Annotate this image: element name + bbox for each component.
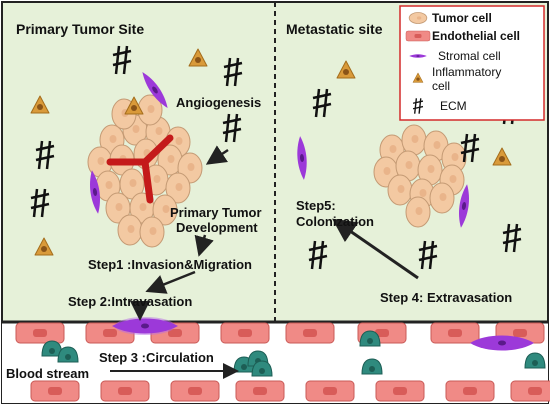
legend-tumor-icon xyxy=(408,12,428,24)
step3-label: Step 3 :Circulation xyxy=(99,350,214,365)
step4-label: Step 4: Extravasation xyxy=(380,290,512,305)
extravasation-arrow xyxy=(332,218,419,280)
legend-tumor-label: Tumor cell xyxy=(432,11,492,25)
step2-label: Step 2:Intravasation xyxy=(68,294,192,309)
development-arrow xyxy=(194,234,214,257)
angiogenesis-label: Angiogenesis xyxy=(176,95,261,110)
primary-site-title: Primary Tumor Site xyxy=(16,21,144,37)
legend-inflammatory-label-2: cell xyxy=(432,79,450,93)
primary-development-label-2: Development xyxy=(176,220,258,235)
blood-stream-label: Blood stream xyxy=(6,366,89,381)
step5-label-2: Colonization xyxy=(296,214,374,229)
step1-label: Step1 :Invasion&Migration xyxy=(88,257,252,272)
legend: Tumor cell Endothelial cell Stromal cell… xyxy=(399,5,545,121)
legend-ecm-label: ECM xyxy=(440,99,467,113)
metastatic-site-title: Metastatic site xyxy=(286,21,383,37)
legend-inflammatory-label-1: Inflammatory xyxy=(432,65,501,79)
step5-label-1: Step5: xyxy=(296,198,336,213)
legend-stromal-label: Stromal cell xyxy=(438,49,501,63)
angiogenesis-arrow xyxy=(205,145,229,165)
legend-endothelial-icon xyxy=(405,30,431,42)
legend-endothelial-label: Endothelial cell xyxy=(432,29,520,43)
primary-development-label-1: Primary Tumor xyxy=(170,205,262,220)
tumor-blood-vessel xyxy=(106,134,174,204)
legend-box xyxy=(399,5,545,121)
invasion-arrow xyxy=(145,270,196,294)
